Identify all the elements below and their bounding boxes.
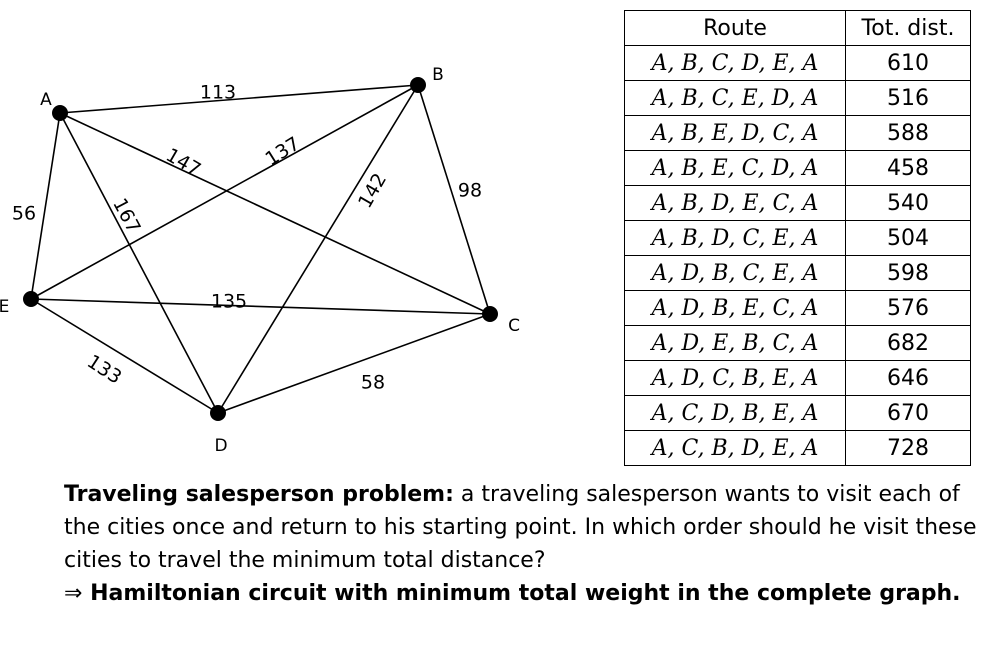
caption-paragraph: Traveling salesperson problem: a traveli… [64, 478, 994, 577]
route-cell: A, B, C, E, D, A [624, 80, 846, 116]
route-cell: A, B, D, C, E, A [624, 220, 846, 256]
edge-weight-label: 98 [458, 180, 482, 202]
caption-conclusion-line: ⇒ Hamiltonian circuit with minimum total… [64, 577, 994, 610]
edge-weight-label: 135 [211, 291, 247, 313]
node-a [52, 105, 68, 121]
node-b [410, 77, 426, 93]
distance-cell: 516 [845, 80, 971, 116]
edge-a-b [59, 84, 419, 114]
distance-cell: 646 [845, 360, 971, 396]
edge-weight-label: 58 [361, 372, 385, 394]
route-cell: A, B, E, C, D, A [624, 150, 846, 186]
node-label-c: C [508, 316, 520, 336]
edge-a-c [59, 112, 491, 315]
node-label-d: D [214, 436, 227, 456]
distance-cell: 540 [845, 185, 971, 221]
node-e [23, 291, 39, 307]
implies-arrow: ⇒ [64, 581, 83, 606]
route-cell: A, D, B, C, E, A [624, 255, 846, 291]
route-header: Route [624, 10, 846, 46]
distance-cell: 670 [845, 395, 971, 431]
node-c [482, 306, 498, 322]
distance-cell: 728 [845, 430, 971, 466]
distance-cell: 504 [845, 220, 971, 256]
edge-a-d [59, 112, 219, 414]
table-header-row: Route Tot. dist. [624, 10, 971, 46]
route-cell: A, B, D, E, C, A [624, 185, 846, 221]
distance-header: Tot. dist. [845, 10, 971, 46]
distance-cell: 682 [845, 325, 971, 361]
edge-weight-label: 56 [12, 203, 36, 225]
edge-b-d [217, 84, 419, 414]
caption-body: a traveling salesperson wants to visit e… [64, 482, 977, 573]
node-d [210, 405, 226, 421]
route-cell: A, B, E, D, C, A [624, 115, 846, 151]
edge-d-e [30, 298, 219, 414]
route-cell: A, D, C, B, E, A [624, 360, 846, 396]
edge-c-e [30, 298, 491, 315]
distance-cell: 458 [845, 150, 971, 186]
edge-weight-label: 147 [162, 144, 204, 181]
edge-a-e [30, 112, 61, 300]
edge-c-d [217, 313, 491, 414]
edge-weight-label: 133 [83, 350, 125, 388]
route-cell: A, D, B, E, C, A [624, 290, 846, 326]
node-label-e: E [0, 297, 9, 317]
caption-conclusion: Hamiltonian circuit with minimum total w… [82, 581, 961, 606]
caption: Traveling salesperson problem: a traveli… [64, 478, 994, 610]
distance-cell: 588 [845, 115, 971, 151]
edge-b-e [30, 84, 419, 300]
route-cell: A, B, C, D, E, A [624, 45, 846, 81]
edge-weight-label: 137 [262, 133, 304, 171]
route-cell: A, C, B, D, E, A [624, 430, 846, 466]
distance-cell: 576 [845, 290, 971, 326]
edge-weight-label: 113 [200, 82, 236, 104]
node-label-b: B [432, 65, 444, 85]
distance-cell: 610 [845, 45, 971, 81]
route-cell: A, D, E, B, C, A [624, 325, 846, 361]
edge-b-c [417, 84, 491, 315]
distance-cell: 598 [845, 255, 971, 291]
caption-heading: Traveling salesperson problem: [64, 482, 454, 507]
route-cell: A, C, D, B, E, A [624, 395, 846, 431]
node-label-a: A [40, 90, 52, 110]
nodes-layer: A B C D E [0, 65, 520, 456]
edge-weight-label: 142 [354, 170, 391, 212]
